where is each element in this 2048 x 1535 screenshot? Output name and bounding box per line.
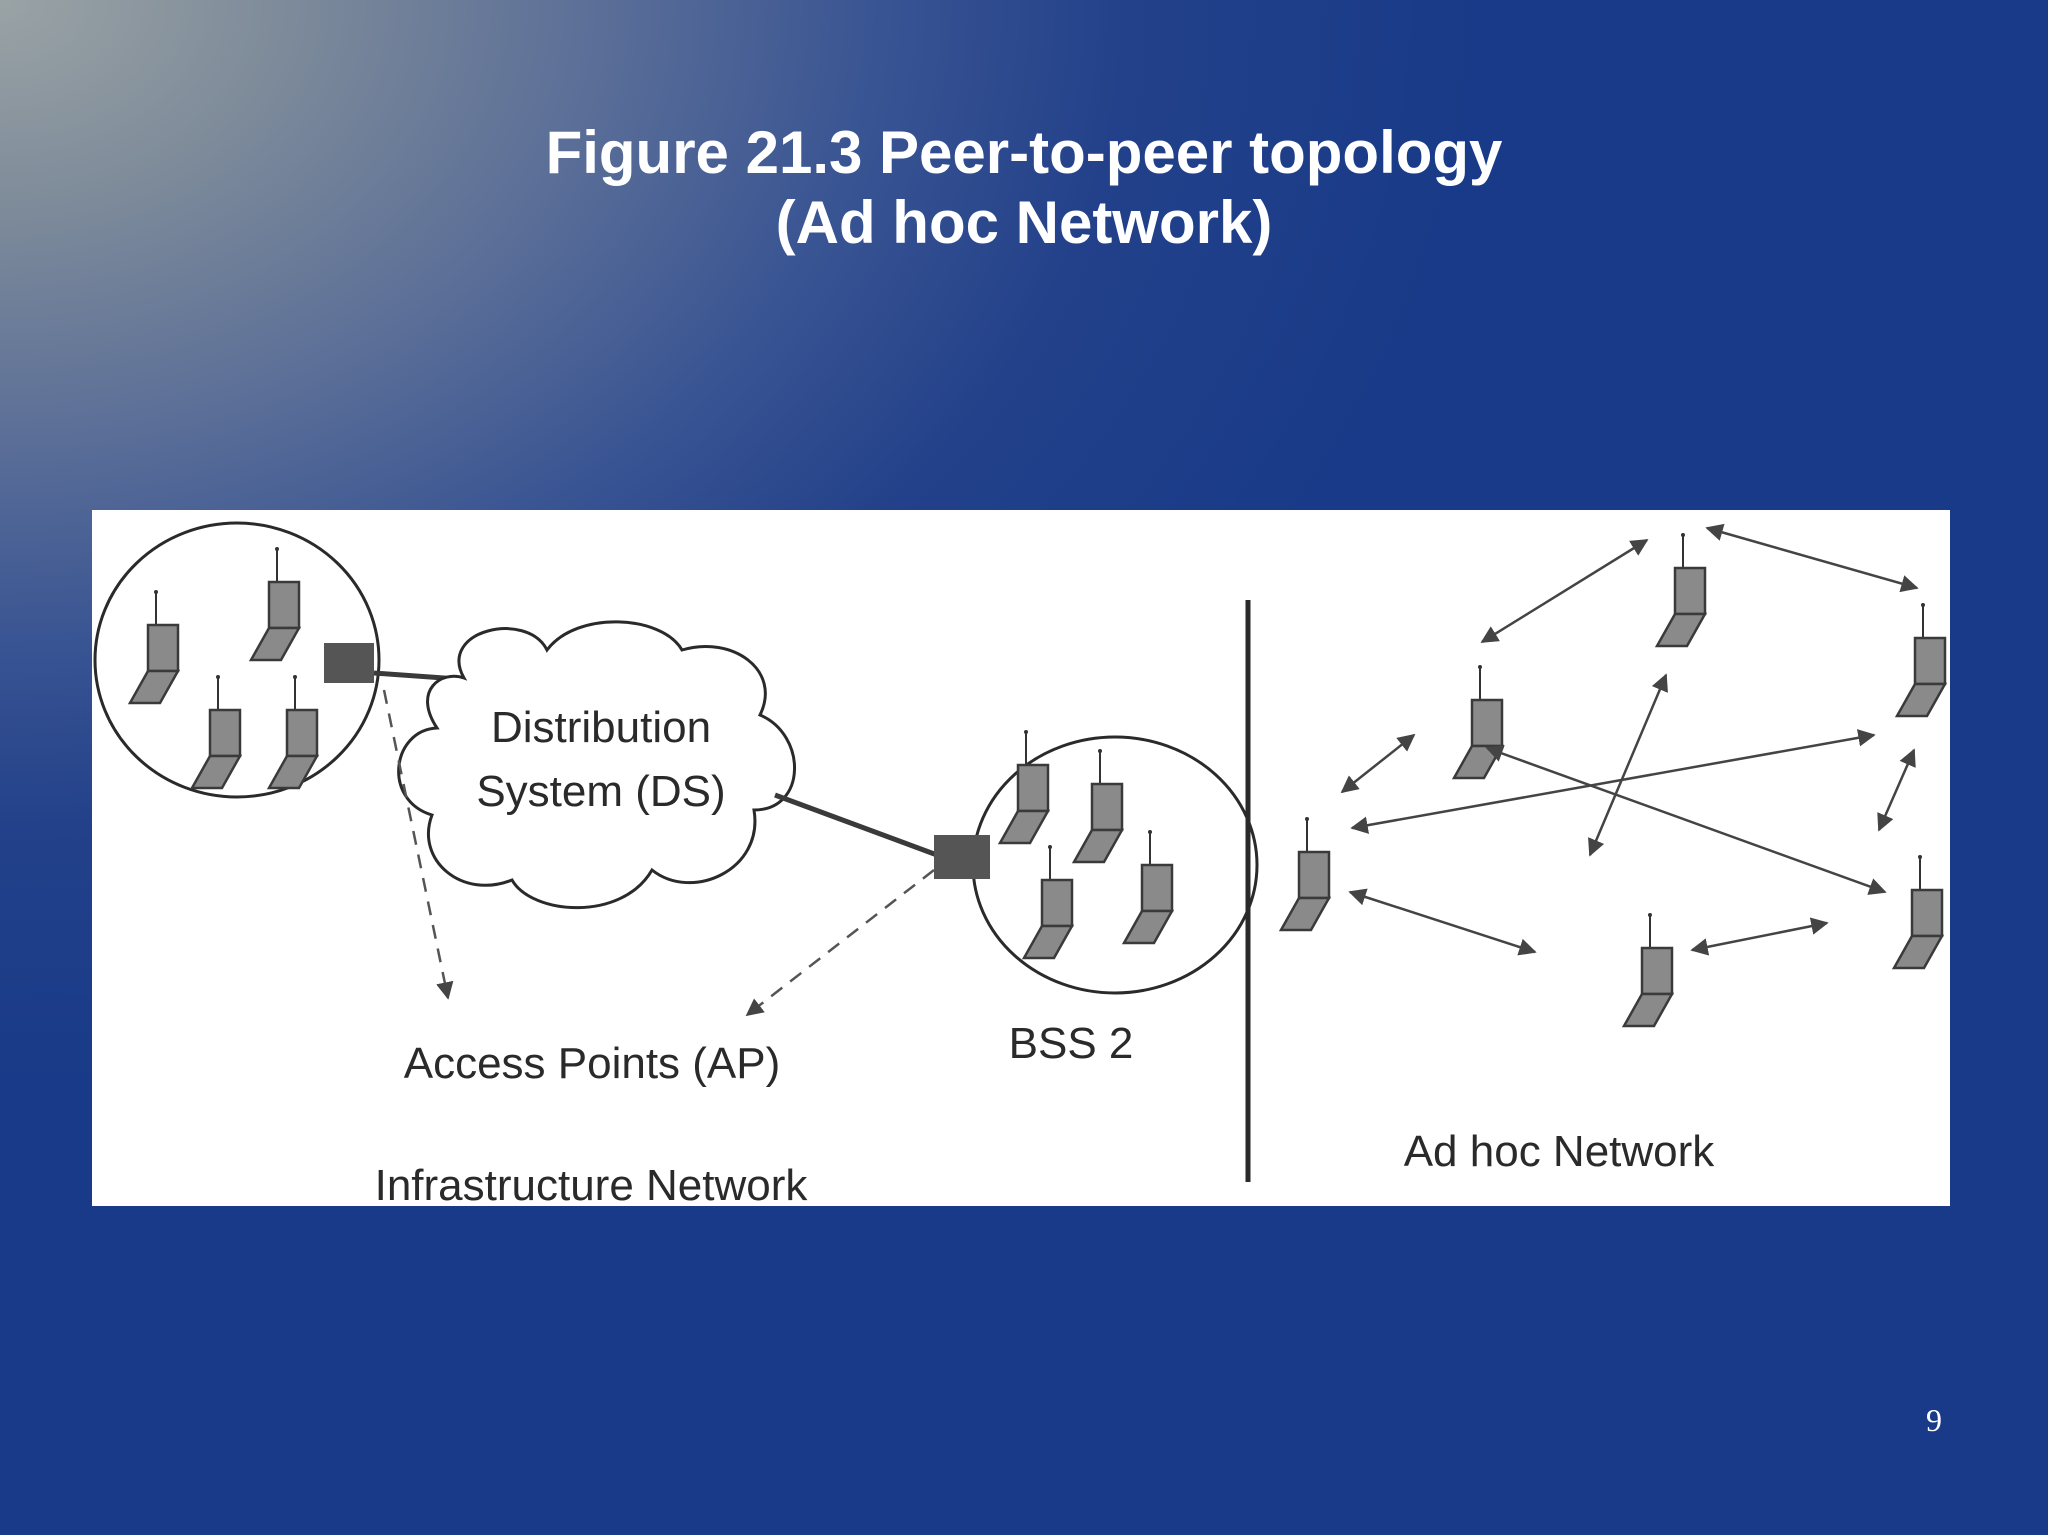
slide-title-line2: (Ad hoc Network) bbox=[775, 189, 1273, 256]
distribution-system-cloud bbox=[397, 620, 796, 910]
laptop-icon bbox=[1452, 663, 1504, 780]
adhoc-network-label: Ad hoc Network bbox=[1404, 1127, 1716, 1176]
laptop-icon bbox=[128, 588, 180, 705]
page-number: 9 bbox=[1926, 1402, 1942, 1438]
network-topology-figure: Distribution System (DS) Access Points (… bbox=[92, 510, 1950, 1206]
laptop-icon bbox=[267, 673, 319, 790]
infrastructure-network-label: Infrastructure Network bbox=[375, 1161, 809, 1206]
bss2-circle bbox=[971, 735, 1259, 995]
laptop-icon bbox=[1022, 843, 1074, 960]
slide-title-line1: Figure 21.3 Peer-to-peer topology bbox=[545, 119, 1503, 186]
access-points-label: Access Points (AP) bbox=[404, 1039, 781, 1088]
ds-label-line2: System (DS) bbox=[476, 767, 725, 816]
laptop-icon bbox=[190, 673, 242, 790]
bss1-circle bbox=[93, 521, 381, 799]
slide-title: Figure 21.3 Peer-to-peer topology (Ad ho… bbox=[0, 118, 2048, 258]
bss2-label: BSS 2 bbox=[1009, 1019, 1134, 1068]
ds-label-line1: Distribution bbox=[491, 703, 711, 752]
laptop-icon bbox=[1895, 601, 1947, 718]
laptop-icon bbox=[1622, 911, 1674, 1028]
laptop-icon bbox=[1892, 853, 1944, 970]
laptop-icon bbox=[1279, 815, 1331, 932]
access-point-icon bbox=[324, 643, 374, 683]
laptop-icon bbox=[1122, 828, 1174, 945]
laptop-icon bbox=[249, 545, 301, 662]
infrastructure-network: Distribution System (DS) Access Points (… bbox=[93, 521, 1259, 1206]
laptop-icon bbox=[1072, 747, 1124, 864]
laptop-icon bbox=[998, 728, 1050, 845]
access-point-icon bbox=[934, 835, 990, 879]
adhoc-network: Ad hoc Network bbox=[1279, 523, 1947, 1176]
laptop-icon bbox=[1655, 531, 1707, 648]
